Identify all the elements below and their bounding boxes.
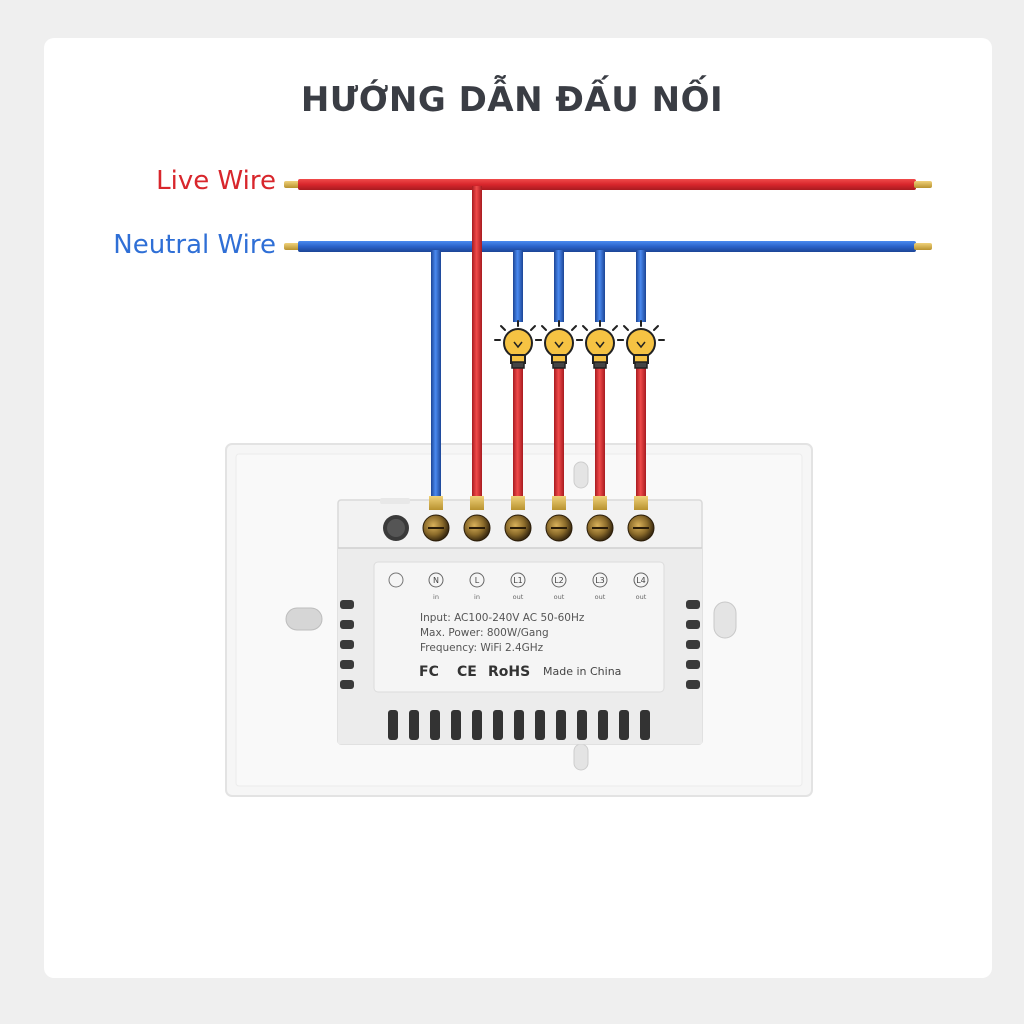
terminal-sub: in	[433, 593, 439, 601]
spec-input: Input: AC100-240V AC 50-60Hz	[420, 612, 585, 624]
screw-icon	[545, 496, 573, 542]
rohs-mark: RoHS	[488, 664, 530, 680]
live-wire-label: Live Wire	[156, 166, 276, 196]
screw-icon	[422, 496, 450, 542]
switch-module	[337, 498, 703, 745]
terminal-sub: out	[554, 593, 565, 601]
screw-icon	[463, 496, 491, 542]
neutral-main-wire	[284, 241, 932, 252]
terminal-sub: out	[513, 593, 524, 601]
terminal-sub: out	[595, 593, 606, 601]
live-main-wire	[284, 179, 932, 190]
screw-icon	[627, 496, 655, 542]
terminal-sub: in	[474, 593, 480, 601]
light-bulb-icon	[535, 320, 583, 369]
neutral-wire-label: Neutral Wire	[113, 230, 276, 260]
light-bulb-icon	[494, 320, 542, 369]
made-in-text: Made in China	[543, 665, 621, 678]
load-3-wire	[595, 250, 605, 510]
fc-mark: FC	[419, 664, 439, 680]
terminal-tag: N	[433, 576, 439, 585]
terminal-tag: L	[475, 576, 480, 585]
screw-icon	[504, 496, 532, 542]
screw-terminals	[422, 496, 655, 542]
terminal-labels: N in L in L1 out L2 out L3 out L4 out	[428, 572, 649, 601]
terminal-tag: L4	[636, 576, 646, 585]
terminal-tag: L3	[595, 576, 605, 585]
terminal-tag: L1	[513, 576, 523, 585]
page-title: HƯỚNG DẪN ĐẤU NỐI	[300, 80, 724, 120]
load-4-wire	[636, 250, 646, 510]
spec-power: Max. Power: 800W/Gang	[420, 627, 549, 639]
neutral-drop-wire	[431, 250, 441, 510]
ce-mark: CE	[457, 664, 477, 680]
terminal-sub: out	[636, 593, 647, 601]
light-bulb-icon	[576, 320, 624, 369]
load-2-wire	[554, 250, 564, 510]
terminal-tag: L2	[554, 576, 564, 585]
load-1-wire	[513, 250, 523, 510]
screw-icon	[586, 496, 614, 542]
spec-frequency: Frequency: WiFi 2.4GHz	[420, 642, 544, 654]
light-bulb-icon	[617, 320, 665, 369]
live-drop-wire	[472, 186, 482, 510]
